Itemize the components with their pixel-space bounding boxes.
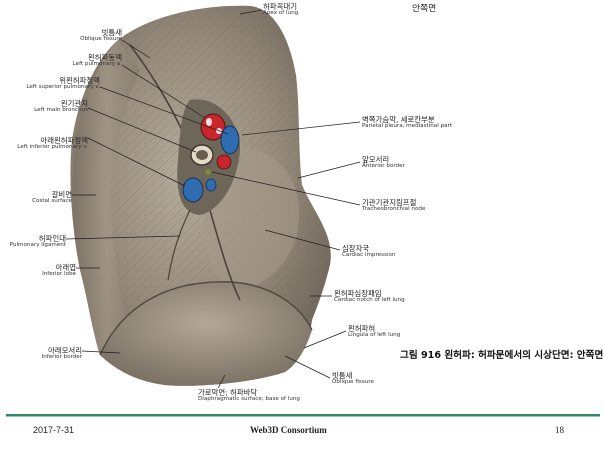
label-oblique-fissure-top-en: Oblique fissure xyxy=(80,35,122,42)
label-pulmonary-artery-ko: 왼허파동맥 xyxy=(88,53,122,62)
label-main-bronchus-en: Left main bronchus xyxy=(34,106,88,113)
label-main-bronchus-ko: 왼기관지 xyxy=(60,99,88,108)
label-oblique-fissure-top-ko: 빗틈새 xyxy=(101,28,122,37)
label-apex-ko: 허파꼭대기 xyxy=(263,2,297,11)
label-anterior-border: 앞모서리 Anterior border xyxy=(362,156,405,170)
label-inferior-pulmonary-vein-ko: 아래왼허파정맥 xyxy=(40,136,88,145)
label-apex-en: Apex of lung xyxy=(263,9,299,16)
label-pulmonary-ligament: 허파인대 Pulmonary ligament xyxy=(2,235,66,249)
footer-date: 2017-7-31 xyxy=(33,425,75,435)
label-diaphragmatic-surface-ko: 가로막면; 허파바닥 xyxy=(198,388,258,397)
label-anterior-border-en: Anterior border xyxy=(362,162,405,169)
label-parietal-pleura: 벽쪽가슴막, 세로칸부분 Parietal pleura, mediastina… xyxy=(362,116,452,130)
label-cardiac-impression-ko: 심장자국 xyxy=(342,244,370,253)
label-inferior-border: 아래모서리 Inferior border xyxy=(14,347,82,361)
label-diaphragmatic-surface-en: Diaphragmatic surface; base of lung xyxy=(198,395,300,402)
label-parietal-pleura-en: Parietal pleura, mediastinal part xyxy=(362,122,453,129)
footer-divider-light xyxy=(6,416,600,417)
view-title: 안쪽면 xyxy=(412,4,437,14)
label-diaphragmatic-surface: 가로막면; 허파바닥 Diaphragmatic surface; base o… xyxy=(198,389,300,403)
label-inferior-pulmonary-vein-en: Left inferior pulmonary v. xyxy=(17,143,88,150)
label-oblique-fissure-top: 빗틈새 Oblique fissure xyxy=(62,29,122,43)
tracheobronchial-node xyxy=(205,169,211,175)
label-cardiac-impression-en: Cardiac impression xyxy=(342,251,396,258)
label-anterior-border-ko: 앞모서리 xyxy=(362,155,390,164)
label-tracheobronchial-node-ko: 기관기관지림프절 xyxy=(362,198,417,207)
inferior-pulmonary-vein xyxy=(182,177,204,203)
superior-pulmonary-vein xyxy=(220,125,240,155)
label-main-bronchus: 왼기관지 Left main bronchus xyxy=(20,100,88,114)
label-inferior-border-ko: 아래모서리 xyxy=(48,346,82,355)
label-cardiac-impression: 심장자국 Cardiac impression xyxy=(342,245,395,259)
label-superior-pulmonary-vein-en: Left superior pulmonary v. xyxy=(26,83,100,90)
label-costal-surface: 갈비면 Costal surface xyxy=(12,191,72,205)
label-lingula-en: Lingula of left lung xyxy=(348,331,401,338)
label-cardiac-notch-ko: 왼허파심장패임 xyxy=(334,289,382,298)
label-tracheobronchial-node-en: Tracheobronchial node xyxy=(362,205,426,212)
label-inferior-lobe-ko: 아래엽 xyxy=(55,263,76,272)
label-pulmonary-ligament-en: Pulmonary ligament xyxy=(9,241,66,248)
label-pulmonary-artery-en: Left pulmonary a. xyxy=(72,60,122,67)
label-cardiac-notch-en: Cardiac notch of left lung xyxy=(334,296,405,303)
label-pulmonary-ligament-ko: 허파인대 xyxy=(38,234,66,243)
label-lingula: 왼허파혀 Lingula of left lung xyxy=(348,325,400,339)
costal-surface-strip xyxy=(72,40,140,355)
footer-organization: Web3D Consortium xyxy=(250,425,327,435)
label-apex: 허파꼭대기 Apex of lung xyxy=(263,3,298,17)
label-inferior-border-en: Inferior border xyxy=(41,353,82,360)
label-costal-surface-en: Costal surface xyxy=(32,197,72,204)
label-tracheobronchial-node: 기관기관지림프절 Tracheobronchial node xyxy=(362,199,425,213)
label-inferior-lobe-en: Inferior lobe xyxy=(42,270,76,277)
label-inferior-pulmonary-vein: 아래왼허파정맥 Left inferior pulmonary v. xyxy=(2,137,88,151)
label-superior-pulmonary-vein-ko: 위왼허파정맥 xyxy=(59,76,100,85)
label-costal-surface-ko: 갈비면 xyxy=(51,190,72,199)
label-cardiac-notch: 왼허파심장패임 Cardiac notch of left lung xyxy=(334,290,405,304)
label-pulmonary-artery: 왼허파동맥 Left pulmonary a. xyxy=(52,54,122,68)
label-oblique-fissure-bottom-en: Oblique fissure xyxy=(332,378,374,385)
leader-lines xyxy=(65,9,361,389)
label-oblique-fissure-bottom-ko: 빗틈새 xyxy=(332,371,353,380)
label-oblique-fissure-bottom: 빗틈새 Oblique fissure xyxy=(332,372,374,386)
label-lingula-ko: 왼허파혀 xyxy=(348,324,376,333)
footer-divider xyxy=(6,414,600,416)
label-parietal-pleura-ko: 벽쪽가슴막, 세로칸부분 xyxy=(362,115,435,124)
label-inferior-lobe: 아래엽 Inferior lobe xyxy=(20,264,76,278)
figure-caption: 그림 916 왼허파: 허파문에서의 시상단면: 안쪽면 xyxy=(400,350,603,361)
label-superior-pulmonary-vein: 위왼허파정맥 Left superior pulmonary v. xyxy=(14,77,100,91)
diaphragmatic-base xyxy=(100,281,312,386)
footer-page-number: 18 xyxy=(555,425,564,435)
